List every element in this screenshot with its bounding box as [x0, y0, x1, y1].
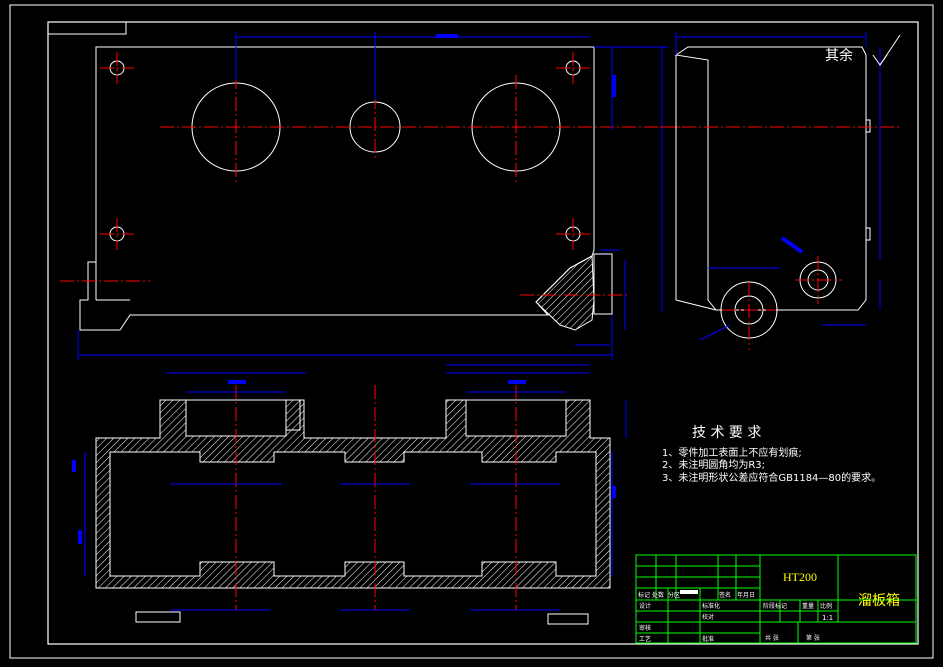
tb-review: 校对 [702, 613, 714, 621]
tb-zone: 分区 [668, 591, 680, 599]
tech-req-item-3: 3、未注明形状公差应符合GB1184—80的要求。 [662, 471, 881, 484]
tech-req-item-1: 1、零件加工表面上不应有划痕; [662, 446, 802, 459]
side-view [660, 32, 901, 350]
tech-req-title: 技 术 要 求 [692, 425, 761, 441]
tb-mark: 标记 [638, 591, 650, 599]
outer-frame [9, 4, 934, 659]
tb-stage-mark: 阶段标记 [763, 602, 787, 610]
tech-req-item-2: 2、未注明圆角均为R3; [662, 458, 765, 471]
roughness-note: 其余 [825, 47, 853, 64]
section-view [72, 364, 627, 625]
tb-count: 处数 [652, 591, 664, 599]
tb-date: 年月日 [737, 591, 755, 599]
tb-ratio: 比例 [820, 602, 832, 610]
tb-design: 设计 [639, 602, 651, 610]
tb-audit: 审核 [639, 624, 651, 632]
part-name: 溜板箱 [858, 593, 900, 609]
tb-weight: 重量 [802, 602, 814, 610]
tb-total: 共 张 [765, 634, 779, 642]
tb-sign: 签名 [719, 591, 731, 599]
material-label: HT200 [783, 570, 817, 584]
scale-value: 1:1 [822, 614, 833, 622]
tb-approve: 批准 [702, 635, 714, 643]
inner-frame [47, 21, 919, 645]
title-block [635, 554, 917, 644]
tb-process: 工艺 [639, 635, 651, 643]
tb-sheet: 第 张 [806, 634, 820, 642]
front-view [60, 32, 690, 360]
tb-standardize: 标准化 [702, 602, 720, 610]
corner-tag [47, 21, 127, 35]
